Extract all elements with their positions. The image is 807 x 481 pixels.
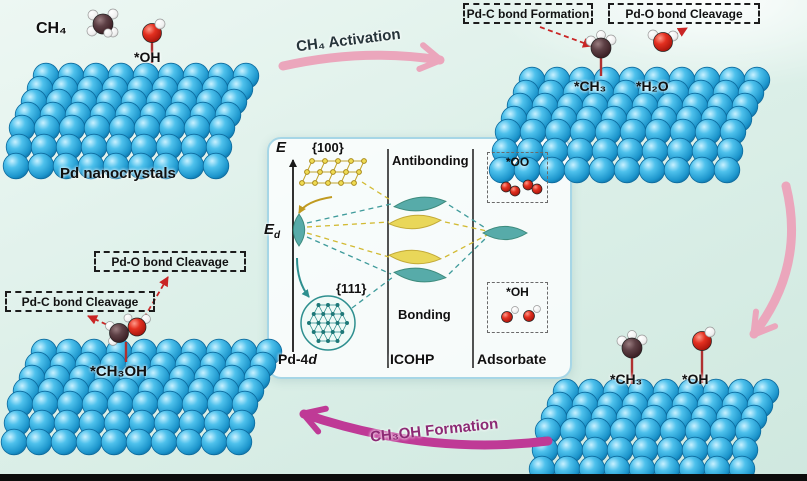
pd-4d-main: Pd-4	[278, 351, 309, 367]
label-bonding: Bonding	[398, 307, 451, 322]
annotation-box-pdo-cleavage-bottom: Pd-O bond Cleavage	[94, 251, 246, 272]
label-facet-111: {111}	[336, 281, 367, 296]
label-ch3oh: *CH₃OH	[90, 363, 147, 380]
label-facet-100: {100}	[312, 140, 344, 155]
label-antibonding: Antibonding	[392, 153, 469, 168]
crystal-top-left	[2, 62, 260, 180]
label-adsorbate: Adsorbate	[477, 351, 547, 367]
label-energy-axis: E	[276, 139, 287, 156]
label-pd-nanocrystals: Pd nanocrystals	[60, 165, 176, 182]
ed-main: E	[264, 221, 275, 238]
pd-nanocrystals-group	[0, 62, 780, 481]
adsorbate-box-oh: *OH	[487, 282, 548, 333]
label-icohp: ICOHP	[390, 351, 435, 367]
arrow-ch3oh-formation	[299, 405, 553, 450]
adsorbate-molecules	[86, 8, 716, 384]
orbital-connector-lines	[306, 181, 488, 309]
label-pd-4d: Pd-4d	[278, 351, 317, 367]
annotation-box-pdc-cleavage: Pd-C bond Cleavage	[5, 291, 155, 312]
pd-4d-sub: d	[308, 351, 317, 367]
label-oo: *OO	[505, 155, 530, 169]
arrow-from-100	[298, 196, 333, 214]
label-h2o-top-right: *H₂O	[636, 78, 669, 94]
arrow-to-111	[296, 257, 310, 298]
crystal-bottom-left	[0, 338, 283, 456]
label-ch3-top-right: *CH₃	[574, 78, 607, 94]
facet-100-lattice	[299, 158, 367, 186]
label-ch3-bottom-right: *CH₃	[610, 371, 643, 387]
bottom-black-bar	[0, 474, 807, 481]
arrow-pdc-formation	[539, 26, 593, 48]
annotation-box-pdc-formation: Pd-C bond Formation	[463, 3, 593, 24]
panel-graphics	[289, 149, 543, 368]
ed-sub: d	[274, 230, 281, 241]
crystal-top-right	[488, 66, 771, 184]
adsorbate-box-oo: *OO	[487, 152, 548, 203]
label-oh-box: *OH	[506, 285, 529, 299]
cycle-arrows	[278, 42, 796, 450]
label-oh-top-left: *OH	[134, 49, 161, 65]
orbital-lenses	[292, 196, 528, 283]
adsorbate-box-molecules	[500, 179, 543, 323]
facet-111-lattice	[307, 303, 349, 343]
arrow-right-cycle	[749, 181, 796, 339]
crystal-bottom-right	[528, 378, 780, 481]
label-ch4-molecule: CH₄	[36, 20, 67, 37]
annotation-box-pdo-cleavage-top: Pd-O bond Cleavage	[608, 3, 760, 24]
arrow-ch4-activation	[278, 42, 445, 72]
label-oh-bottom-right: *OH	[682, 371, 709, 387]
label-ed: Ed	[264, 221, 281, 241]
